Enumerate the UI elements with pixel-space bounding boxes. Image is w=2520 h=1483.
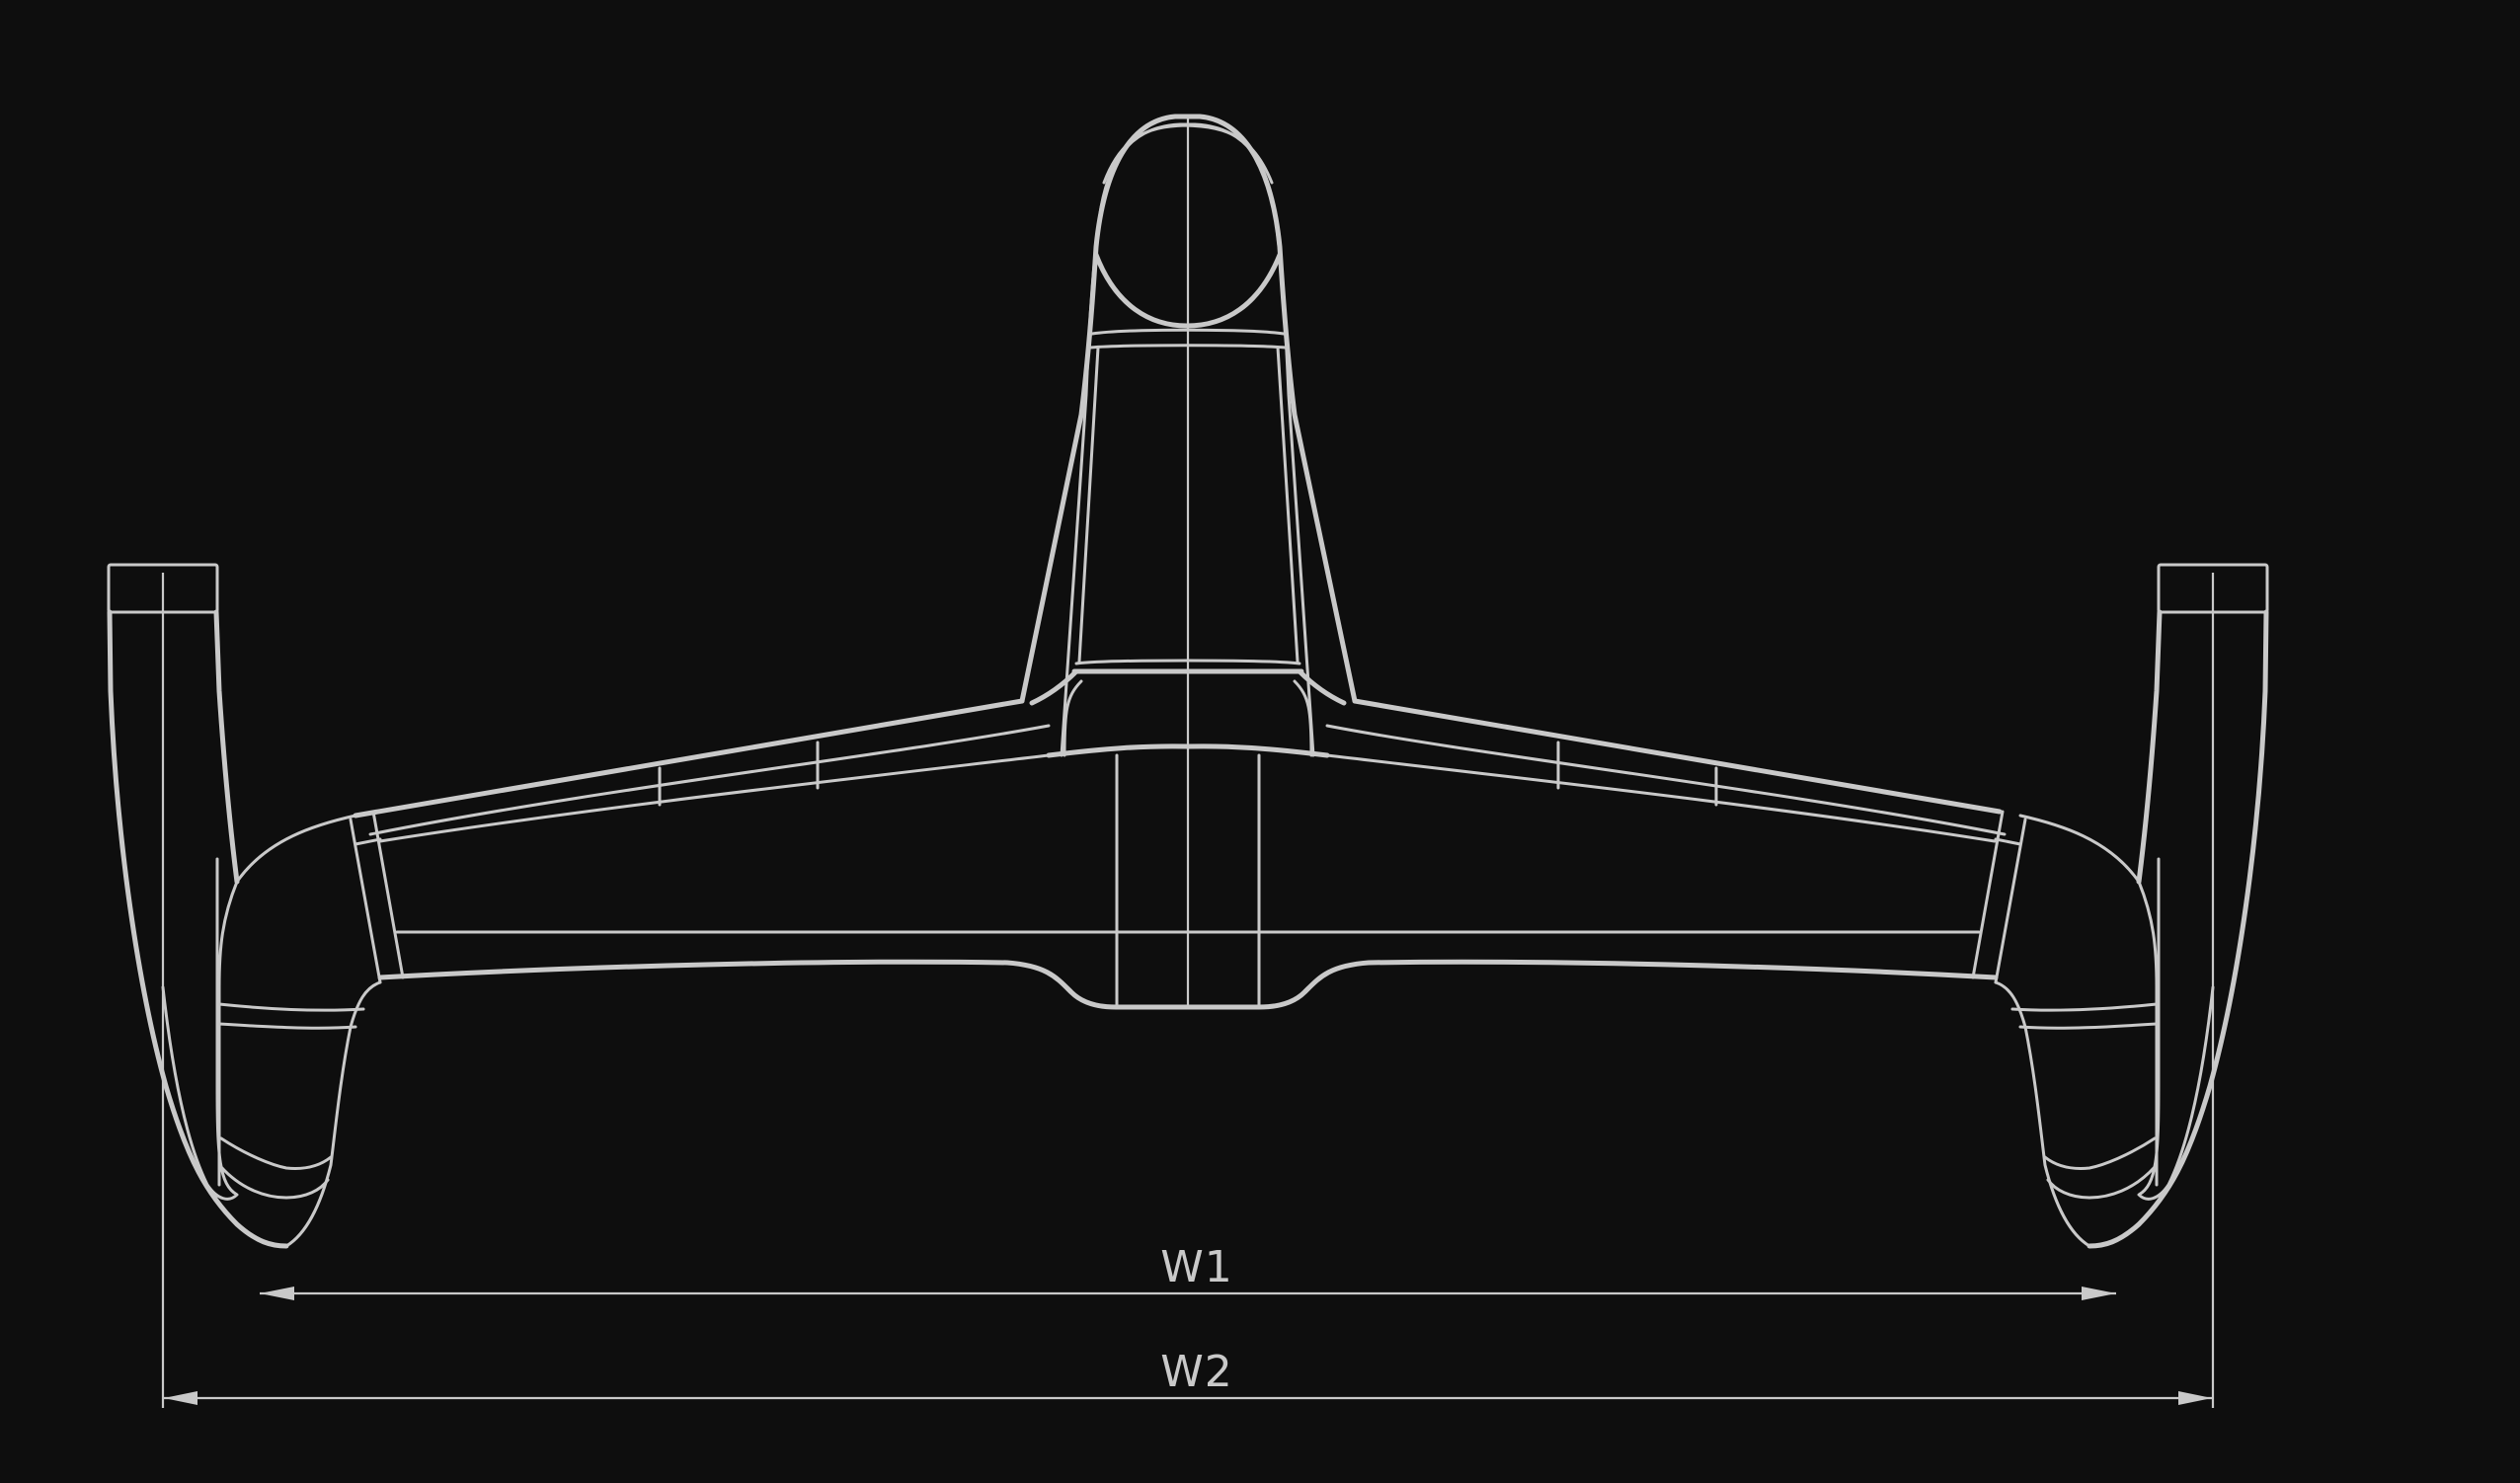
tops-bottom-edge	[377, 959, 1999, 1010]
stem-base-fillet-right	[1297, 668, 1347, 706]
stem-left-inner-line	[1077, 346, 1100, 663]
dimension-w1	[260, 1287, 2116, 1300]
left-hood-band-1	[217, 1002, 365, 1012]
left-drop	[107, 563, 382, 1408]
right-drop-band-1	[2043, 1136, 2157, 1170]
w1-arrow-left	[260, 1287, 294, 1300]
stem-base-fillet-right-inner	[1293, 679, 1313, 757]
right-hood-band-2	[2018, 1022, 2159, 1030]
handlebar-tops	[349, 698, 2027, 1010]
tops-trailing-edge-right	[1325, 753, 1997, 843]
left-drop-band-2	[219, 1165, 330, 1200]
stem-base-fillet-left-inner	[1063, 679, 1083, 757]
stem-top-cap	[1102, 123, 1274, 185]
right-hood-band-1	[2010, 1002, 2159, 1012]
right-drop	[1994, 563, 2269, 1408]
left-shoulder-bracket-cap	[354, 837, 382, 846]
left-drop-outer-curve	[107, 609, 289, 1249]
right-drop-hook-inner	[2137, 857, 2215, 1201]
w2-arrow-right	[2178, 1391, 2212, 1405]
right-drop-outer-curve	[2087, 609, 2269, 1249]
right-shoulder-bracket-outer	[1994, 818, 2027, 984]
right-shoulder-bracket-cap	[1994, 837, 2022, 846]
stem-base-fillet-left	[1029, 668, 1079, 706]
w1-label: W1	[1160, 1242, 1233, 1292]
right-drop-band-2	[2046, 1165, 2157, 1200]
w1-arrow-right	[2082, 1287, 2116, 1300]
right-hood-front	[2137, 880, 2159, 1187]
w2-arrow-left	[164, 1391, 197, 1405]
left-drop-inner-curve	[213, 609, 240, 885]
left-shoulder-bracket-outer	[349, 818, 382, 984]
left-drop-band-1	[219, 1136, 333, 1170]
left-hood-front	[217, 880, 239, 1187]
left-hood-band-2	[217, 1022, 357, 1030]
left-hood-lower	[284, 980, 382, 1248]
stem-right-inner-line	[1276, 346, 1299, 663]
tops-leading-edge	[353, 698, 2003, 819]
tops-centre-hump	[1046, 743, 1330, 758]
right-hood-lower	[1994, 980, 2091, 1248]
w2-label: W2	[1160, 1347, 1233, 1397]
dimension-w2	[163, 1391, 2213, 1405]
right-hood-body	[2018, 814, 2141, 884]
right-drop-inner-curve	[2136, 609, 2163, 885]
left-drop-hook-inner	[161, 857, 239, 1201]
tops-trailing-edge-left	[378, 753, 1051, 843]
tops-leading-edge-inner	[368, 724, 2007, 836]
left-hood-body	[235, 814, 357, 884]
right-shoulder-bracket-inner	[1971, 810, 2005, 979]
left-shoulder-bracket-inner	[371, 810, 405, 979]
